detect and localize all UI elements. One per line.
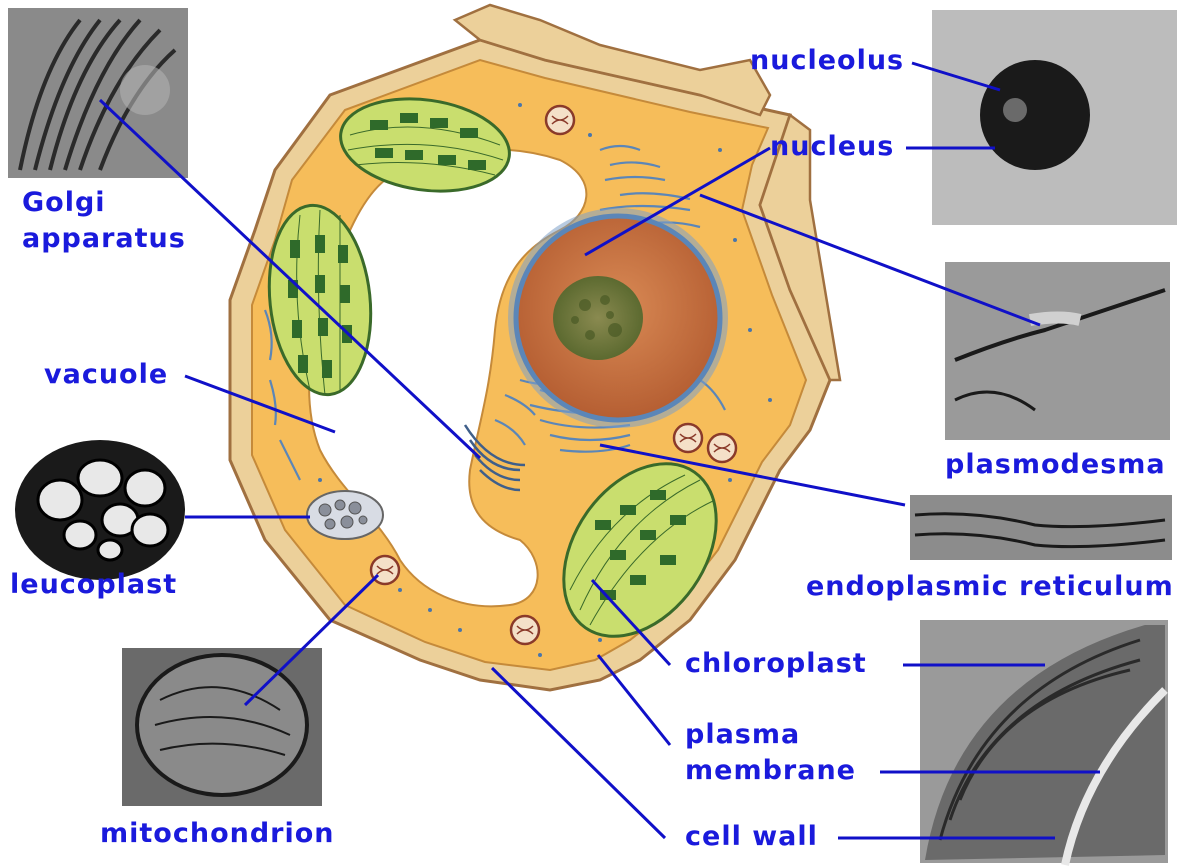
label-plasma-membrane-line2: membrane — [685, 754, 856, 787]
nucleus — [508, 208, 728, 428]
label-golgi-line1: Golgi — [22, 186, 106, 219]
micrograph-leucoplast — [15, 440, 185, 580]
label-cell-wall: cell wall — [685, 820, 818, 853]
micrograph-chloroplast — [920, 620, 1168, 865]
label-endoplasmic-reticulum: endoplasmic reticulum — [806, 570, 1174, 603]
label-leucoplast: leucoplast — [10, 568, 177, 601]
leucoplast — [307, 491, 383, 539]
label-vacuole: vacuole — [44, 358, 168, 391]
label-golgi-line2: apparatus — [22, 222, 186, 255]
micrograph-golgi — [8, 8, 188, 178]
micrograph-plasmodesma — [945, 262, 1170, 440]
micrograph-mitochondrion — [122, 648, 322, 806]
label-plasmodesma: plasmodesma — [945, 448, 1166, 481]
nucleolus — [553, 276, 643, 360]
label-nucleus: nucleus — [770, 130, 894, 163]
label-chloroplast: chloroplast — [685, 647, 867, 680]
micrograph-endoplasmic-reticulum — [910, 495, 1172, 560]
label-mitochondrion: mitochondrion — [100, 817, 335, 850]
label-plasma-membrane-line1: plasma — [685, 718, 800, 751]
micrograph-nucleus — [932, 10, 1177, 225]
label-nucleolus: nucleolus — [750, 44, 904, 77]
